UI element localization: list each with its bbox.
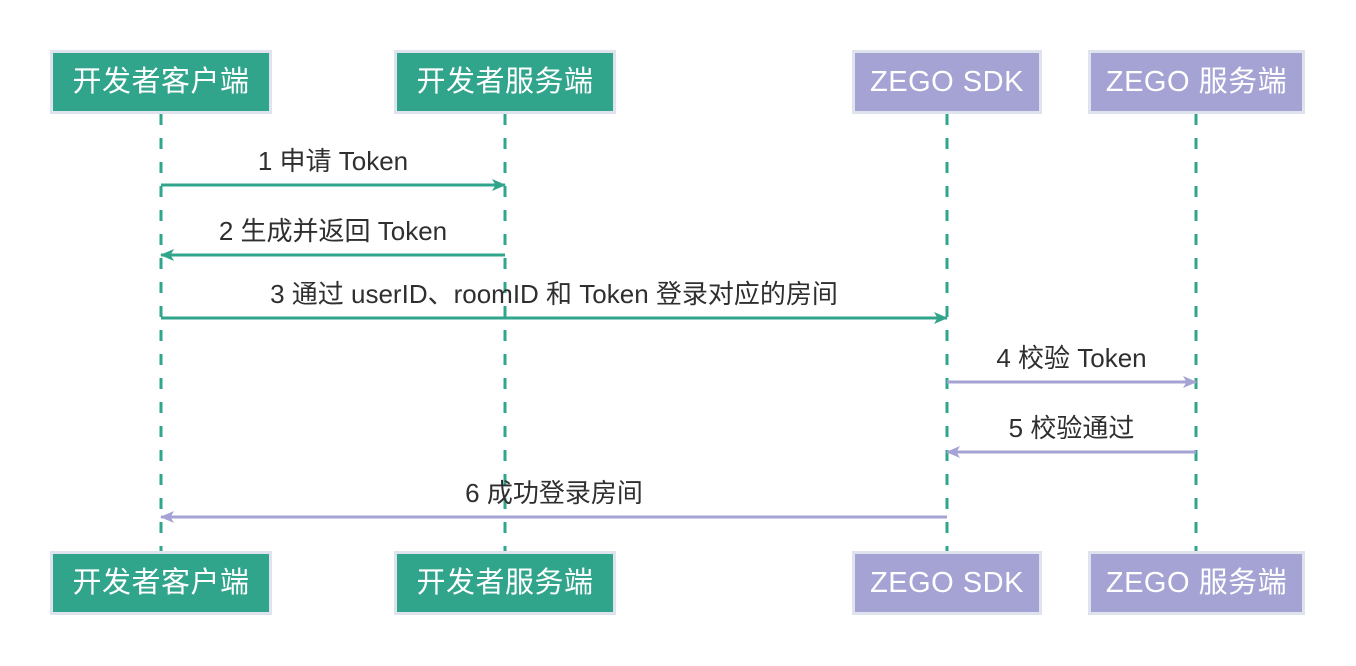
participant-label-dev-client: 开发者客户端: [72, 566, 250, 599]
participant-label-dev-server: 开发者服务端: [416, 65, 594, 98]
message-label-4: 4 校验 Token: [996, 343, 1147, 373]
participant-box-dev-client-bottom: 开发者客户端: [50, 551, 272, 615]
participant-box-zego-sdk-bottom: ZEGO SDK: [852, 551, 1042, 615]
participant-label-zego-server: ZEGO 服务端: [1105, 566, 1288, 599]
message-label-5: 5 校验通过: [1008, 413, 1135, 443]
participant-box-zego-sdk-top: ZEGO SDK: [852, 50, 1042, 114]
participant-label-zego-sdk: ZEGO SDK: [870, 65, 1024, 98]
message-label-6: 6 成功登录房间: [465, 478, 643, 508]
message-arrows: [160, 179, 1197, 523]
participant-box-dev-client-top: 开发者客户端: [50, 50, 272, 114]
participant-label-zego-server: ZEGO 服务端: [1105, 65, 1288, 98]
participant-label-dev-server: 开发者服务端: [416, 566, 594, 599]
participant-box-zego-server-bottom: ZEGO 服务端: [1088, 551, 1305, 615]
message-label-3: 3 通过 userID、roomID 和 Token 登录对应的房间: [270, 279, 838, 309]
lifelines: [159, 114, 1198, 551]
participant-box-dev-server-bottom: 开发者服务端: [394, 551, 616, 615]
participant-box-dev-server-top: 开发者服务端: [394, 50, 616, 114]
participant-label-dev-client: 开发者客户端: [72, 65, 250, 98]
message-label-1: 1 申请 Token: [257, 146, 409, 176]
message-label-2: 2 生成并返回 Token: [218, 216, 448, 246]
participant-box-zego-server-top: ZEGO 服务端: [1088, 50, 1305, 114]
participant-label-zego-sdk: ZEGO SDK: [870, 566, 1024, 599]
